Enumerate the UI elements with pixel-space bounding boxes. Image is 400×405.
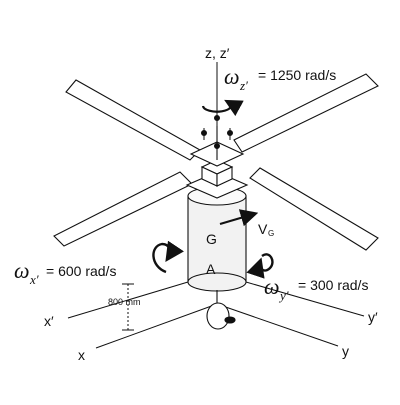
omega-z-rotation-arrow (201, 99, 244, 117)
landing-gear (206, 290, 236, 330)
omega-y-value: = 300 rad/s (298, 277, 368, 293)
blade-front-left (53, 171, 193, 247)
blade-front-right (249, 167, 379, 251)
rotor-blades (53, 73, 379, 251)
velocity-subscript: G (268, 229, 274, 238)
omega-z-value: = 1250 rad/s (258, 67, 336, 83)
rotor-head-pins (201, 115, 233, 149)
axis-x-label: x (78, 347, 85, 363)
fuselage-bottom (187, 272, 247, 292)
fuselage (187, 186, 247, 292)
pin-left-dot (201, 130, 207, 136)
dimension-label: 800 mm (108, 297, 141, 307)
hub-box-right (216, 166, 233, 187)
dimension-800mm (122, 283, 134, 331)
pin-right-dot (227, 130, 233, 136)
blade-back-left (65, 79, 201, 161)
omega-y-rotation-arrow (246, 253, 274, 279)
axis-y-label: y (342, 343, 349, 359)
fuselage-body (187, 195, 247, 283)
omega-x-subscript: x′ (29, 272, 39, 287)
pin-front-dot (214, 143, 220, 149)
point-g-label: G (206, 231, 217, 247)
gear-wheel (206, 302, 230, 330)
axis-y-prime-label: y′ (368, 309, 378, 325)
omega-x-rotation-arrow (152, 240, 184, 274)
x-axis-line (95, 303, 218, 349)
omega-z-subscript: z′ (239, 78, 248, 93)
point-a-label: A (206, 261, 216, 277)
omega-y-symbol: ω (264, 274, 280, 299)
y-axis-line (216, 303, 339, 347)
rotor-hub (185, 126, 249, 199)
pin-back-dot (214, 115, 220, 121)
omega-z-symbol: ω (224, 64, 240, 89)
velocity-arrow (219, 209, 259, 227)
omega-x-symbol: ω (14, 258, 30, 283)
gear-hub (224, 316, 236, 324)
axis-x-prime-label: x′ (44, 313, 54, 329)
velocity-v-label: V (258, 221, 268, 237)
omega-x-value: = 600 rad/s (46, 263, 116, 279)
omega-y-subscript: y′ (278, 288, 289, 303)
axis-z-label: z, z′ (205, 45, 230, 61)
y-prime-axis-line (245, 281, 365, 317)
blade-back-right (233, 73, 379, 153)
